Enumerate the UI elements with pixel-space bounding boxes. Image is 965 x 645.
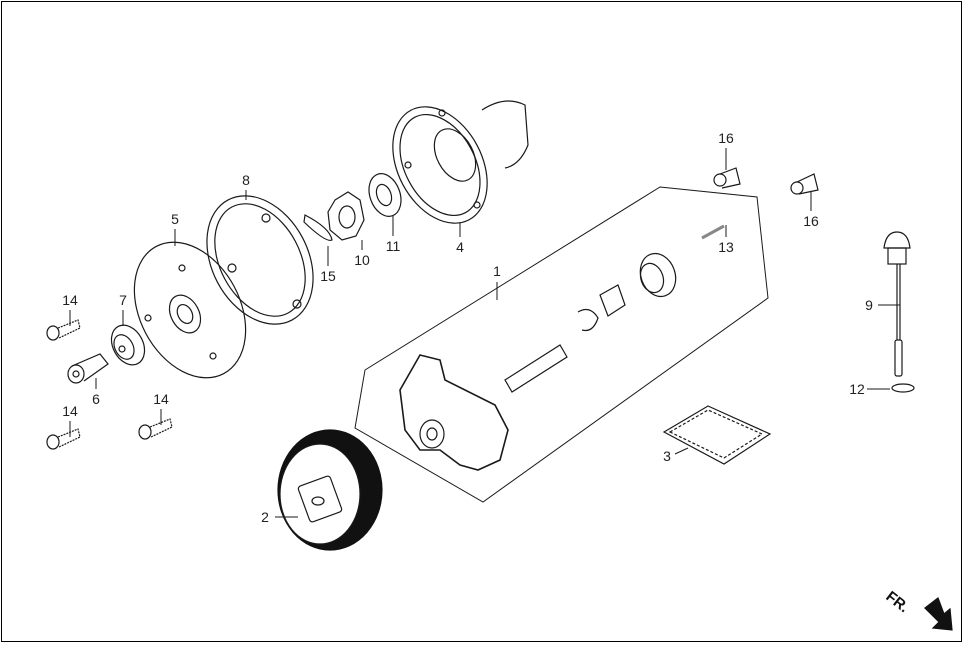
callout-14[interactable]: 14 [62, 403, 78, 419]
part-2-pump-gear[interactable] [277, 429, 383, 551]
part-4-cover-housing[interactable] [374, 91, 529, 240]
down-right-arrow-icon [924, 597, 953, 631]
callout-3[interactable]: 3 [663, 448, 671, 464]
callout-9[interactable]: 9 [865, 297, 873, 313]
part-14-screw[interactable] [46, 319, 81, 341]
part-12-o-ring[interactable] [891, 383, 915, 393]
part-16-dowel[interactable] [713, 167, 741, 189]
part-9-dipstick[interactable] [883, 231, 911, 377]
callout-12[interactable]: 12 [849, 381, 865, 397]
part-5-cover-plate[interactable] [112, 223, 268, 397]
callout-16[interactable]: 16 [718, 130, 734, 146]
callout-14[interactable]: 14 [153, 391, 169, 407]
callout-6[interactable]: 6 [92, 391, 100, 407]
callout-8[interactable]: 8 [242, 172, 250, 188]
part-3-strainer-screen[interactable] [662, 405, 772, 465]
callout-5[interactable]: 5 [171, 211, 179, 227]
callout-13[interactable]: 13 [718, 239, 734, 255]
callout-11[interactable]: 11 [385, 238, 401, 254]
callout-2[interactable]: 2 [261, 509, 269, 525]
callout-4[interactable]: 4 [456, 239, 464, 255]
part-14-screw[interactable] [46, 428, 81, 450]
callout-10[interactable]: 10 [354, 252, 370, 268]
callout-7[interactable]: 7 [119, 292, 127, 308]
part-11-washer[interactable] [363, 169, 406, 221]
part-13-pin[interactable] [701, 224, 725, 240]
callout-1[interactable]: 1 [493, 263, 501, 279]
callout-14[interactable]: 14 [62, 292, 78, 308]
part-6-valve-pin[interactable] [67, 353, 109, 384]
assembly-1-boundary [354, 186, 769, 503]
part-7-relief-cap[interactable] [105, 319, 151, 370]
part-1-pump-body[interactable] [399, 249, 681, 471]
callout-15[interactable]: 15 [320, 268, 336, 284]
part-14-screw[interactable] [138, 418, 173, 440]
callout-16[interactable]: 16 [803, 213, 819, 229]
part-8-gasket[interactable] [186, 177, 335, 342]
leader-lines [69, 148, 900, 518]
part-16-dowel[interactable] [790, 173, 819, 195]
part-10-castle-nut[interactable] [327, 191, 365, 241]
part-15-cotter-pin[interactable] [303, 214, 333, 241]
